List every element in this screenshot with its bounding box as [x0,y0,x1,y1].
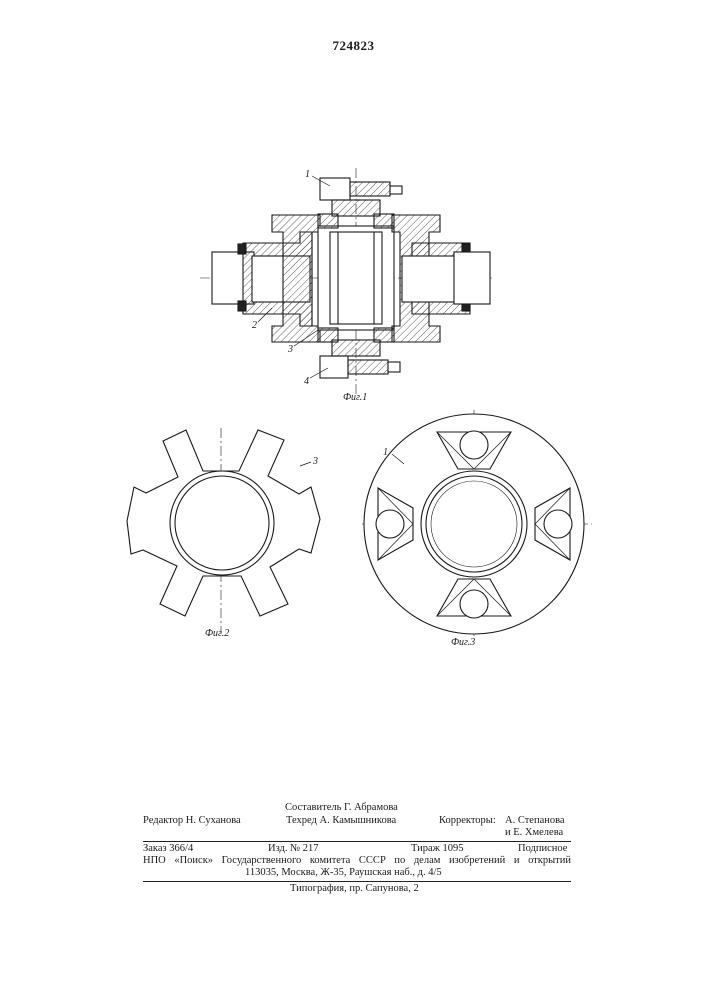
imprint-address: 113035, Москва, Ж-35, Раушская наб., д. … [245,867,442,878]
figure-2-star-element [127,428,320,634]
imprint-printer: Типография, пр. Сапунова, 2 [290,883,419,894]
figure-2-caption: Фиг.2 [205,628,229,639]
figure-1-section-drawing [200,168,492,395]
imprint-compiler: Составитель Г. Абрамова [285,802,398,813]
callout-fig1-part-4: 4 [304,376,309,387]
imprint-organization: НПО «Поиск» Государственного комитета СС… [143,855,571,866]
figure-3-caption: Фиг.3 [451,637,475,648]
imprint-edition: Изд. № 217 [268,843,319,854]
imprint-divider-top [143,841,571,842]
imprint-corrector-2: и Е. Хмелева [505,827,563,838]
imprint-order: Заказ 366/4 [143,843,193,854]
imprint-correctors-label: Корректоры: [439,815,496,826]
imprint-tech-editor: Техред А. Камышникова [286,815,396,826]
figure-3-flange [362,410,592,638]
imprint-corrector-1: А. Степанова [505,815,565,826]
imprint-circulation: Тираж 1095 [411,843,464,854]
callout-fig2-part-3: 3 [313,456,318,467]
imprint-editor: Редактор Н. Суханова [143,815,241,826]
callout-fig1-part-1: 1 [305,169,310,180]
imprint-divider-bottom [143,881,571,882]
callout-fig1-part-3: 3 [288,344,293,355]
figure-1-caption: Фиг.1 [343,392,367,403]
callout-fig1-part-2: 2 [252,320,257,331]
callout-fig3-part-1: 1 [383,447,388,458]
imprint-subscription: Подписное [518,843,567,854]
